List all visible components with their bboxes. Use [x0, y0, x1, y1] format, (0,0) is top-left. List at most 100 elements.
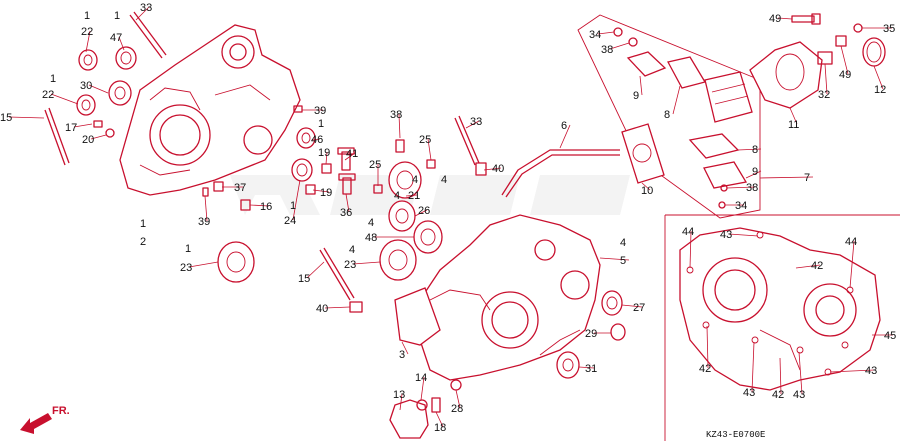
leader-line-c43a: [728, 233, 759, 237]
bearing-21: [388, 161, 422, 199]
callout-4: 4: [349, 244, 355, 256]
callout-29: 29: [585, 328, 597, 340]
leader-line-c16: [249, 204, 270, 207]
plug-37: [213, 181, 224, 192]
leader-line-c46: [311, 138, 321, 141]
leader-line-c33a: [135, 6, 150, 21]
callout-31: 31: [585, 363, 597, 375]
leader-line-c14: [420, 376, 425, 401]
callout-2: 2: [140, 236, 146, 248]
callout-10: 10: [641, 185, 653, 197]
callout-20: 20: [82, 134, 94, 146]
callout-1: 1: [114, 10, 120, 22]
callout-33: 33: [470, 116, 482, 128]
leader-line-c43b: [751, 341, 755, 393]
leader-line-c20: [90, 134, 107, 140]
callout-34: 34: [589, 29, 601, 41]
leader-line-c3: [401, 341, 409, 355]
bolt-49-lower: [835, 35, 847, 47]
leader-line-c7: [759, 176, 814, 179]
bolt-38-center: [395, 139, 405, 153]
callout-1: 1: [185, 243, 191, 255]
callout-1: 1: [318, 118, 324, 130]
callout-47: 47: [110, 32, 122, 44]
oil-seal-27: [601, 290, 623, 316]
leader-line-c38c: [726, 186, 756, 189]
leader-line-c9a: [639, 75, 643, 96]
callout-42: 42: [811, 260, 823, 272]
leader-line-c43d: [829, 369, 875, 373]
leader-line-c32: [824, 63, 828, 95]
callout-42: 42: [699, 363, 711, 375]
leader-line-c42b: [706, 325, 709, 369]
callout-38: 38: [601, 44, 613, 56]
leader-line-c17: [73, 123, 93, 128]
callout-1: 1: [290, 200, 296, 212]
bearing-30: [108, 80, 132, 106]
callout-12: 12: [874, 84, 886, 96]
leader-line-c42c: [779, 357, 782, 395]
callout-33: 33: [140, 2, 152, 14]
pin-39-center: [293, 105, 303, 113]
leader-line-c49b: [840, 45, 849, 75]
leader-line-c9b: [745, 170, 762, 179]
callout-18: 18: [434, 422, 446, 434]
callout-4: 4: [620, 237, 626, 249]
bearing-48: [413, 220, 443, 254]
screw-34-lower: [718, 201, 726, 209]
callout-41: 41: [346, 148, 358, 160]
leader-line-c34a: [597, 31, 615, 35]
callout-9: 9: [752, 166, 758, 178]
callout-37: 37: [234, 182, 246, 194]
callout-16: 16: [260, 201, 272, 213]
callout-44: 44: [682, 226, 694, 238]
reed-petal-9-upper: [626, 51, 667, 77]
leader-line-c40b: [324, 306, 351, 309]
bearing-23-center: [379, 239, 417, 281]
intake-manifold-11: [749, 41, 823, 109]
callout-42: 42: [772, 389, 784, 401]
callout-48: 48: [365, 232, 377, 244]
callout-35: 35: [883, 23, 895, 35]
callout-4: 4: [394, 190, 400, 202]
callout-8: 8: [752, 144, 758, 156]
leader-line-c11: [789, 107, 798, 125]
callout-4: 4: [368, 217, 374, 229]
callout-39: 39: [198, 216, 210, 228]
leader-line-c5: [599, 257, 630, 261]
breather-tube-6: [501, 149, 620, 198]
callout-8: 8: [664, 109, 670, 121]
leader-line-c25b: [427, 138, 432, 161]
callout-26: 26: [418, 205, 430, 217]
gasket-10: [621, 123, 665, 184]
bolt-36: [338, 173, 356, 195]
callout-22: 22: [81, 26, 93, 38]
callout-28: 28: [451, 403, 463, 415]
callout-5: 5: [620, 255, 626, 267]
oil-seal-46: [296, 127, 316, 149]
reed-valve-body: [704, 71, 753, 123]
bolt-49-upper: [791, 13, 821, 25]
leader-line-c47: [118, 36, 125, 51]
leader-line-c44b: [849, 240, 855, 289]
callout-36: 36: [340, 207, 352, 219]
bracket-32: [817, 51, 833, 65]
leader-line-c31: [578, 366, 595, 369]
leader-line-c49a: [777, 17, 793, 20]
dowel-19-b: [305, 184, 316, 195]
bolt-18: [431, 397, 441, 413]
callout-46: 46: [311, 134, 323, 146]
callout-15: 15: [0, 112, 12, 124]
stud-bolt-33-center: [454, 115, 480, 166]
pin-39-left: [202, 187, 209, 197]
callout-38: 38: [390, 109, 402, 121]
leader-line-c38b: [609, 42, 630, 50]
oil-seal-29: [610, 323, 626, 341]
leader-line-c30: [88, 84, 109, 94]
leader-line-c22a: [85, 30, 91, 53]
leader-lines: [8, 6, 893, 428]
gasket-3: [394, 287, 441, 346]
leader-line-c19a: [325, 151, 328, 165]
bearing-47: [115, 46, 137, 70]
